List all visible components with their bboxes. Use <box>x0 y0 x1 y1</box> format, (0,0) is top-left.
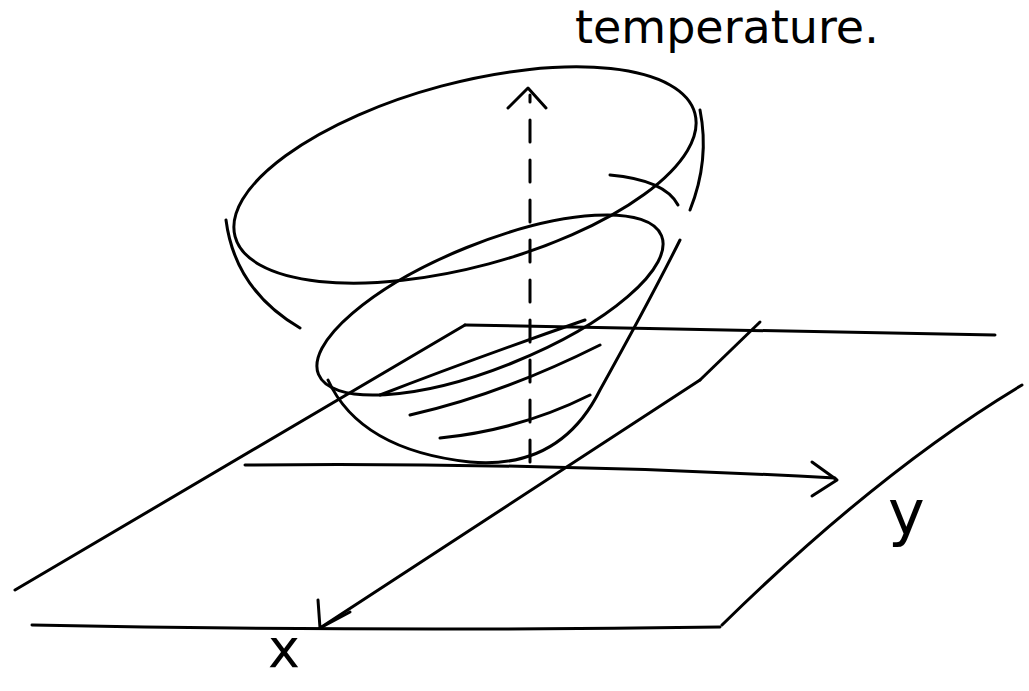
axis-arrowhead <box>318 600 350 628</box>
temperature-axis <box>529 95 532 462</box>
plane-edge <box>722 385 1022 625</box>
level-curve <box>295 178 685 432</box>
bowl-side <box>690 110 703 210</box>
level-curve <box>610 175 678 205</box>
bowl-side <box>226 220 300 328</box>
level-curve <box>380 320 585 395</box>
axis-label: temperature. <box>575 4 879 50</box>
plane-edge <box>15 325 465 590</box>
plane-edge <box>32 625 720 629</box>
bowl-side <box>328 240 680 463</box>
axis-arrowhead <box>508 88 546 108</box>
y-axis <box>245 465 835 478</box>
plane-edge <box>700 322 760 380</box>
x-axis <box>320 380 700 628</box>
bowl-rim <box>211 25 718 326</box>
level-curve <box>440 395 590 438</box>
axis-label: y <box>888 482 925 544</box>
axis-label: x <box>268 622 300 676</box>
axis-arrowhead <box>812 462 837 496</box>
